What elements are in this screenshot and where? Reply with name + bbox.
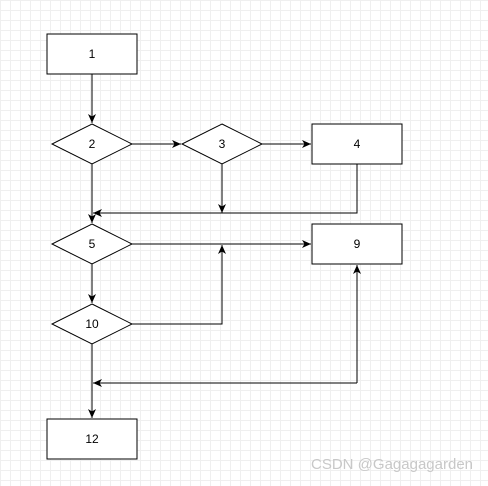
node-2-shape xyxy=(50,123,134,165)
edge-4-to-5 xyxy=(93,164,358,217)
node-12-label: 12 xyxy=(85,432,99,446)
edges xyxy=(88,74,361,418)
edge-10-to-5-line xyxy=(132,245,226,325)
watermark: CSDN @Gagagagarden xyxy=(311,456,473,473)
node-10-label: 10 xyxy=(85,317,99,331)
node-4[interactable]: 4 xyxy=(311,123,403,165)
node-9-label: 9 xyxy=(354,237,361,251)
node-4-shape xyxy=(311,123,403,165)
node-5-label: 5 xyxy=(89,237,96,251)
node-3[interactable]: 3 xyxy=(180,123,264,165)
node-10[interactable]: 10 xyxy=(50,303,134,345)
node-5[interactable]: 5 xyxy=(50,223,134,265)
node-1-shape xyxy=(46,33,138,75)
node-12[interactable]: 12 xyxy=(46,418,138,460)
node-4-label: 4 xyxy=(354,137,361,151)
node-9-shape xyxy=(311,223,403,265)
node-3-shape xyxy=(180,123,264,165)
node-2-label: 2 xyxy=(89,137,96,151)
node-5-shape xyxy=(50,223,134,265)
node-1[interactable]: 1 xyxy=(46,33,138,75)
node-1-label: 1 xyxy=(89,47,96,61)
node-3-label: 3 xyxy=(219,137,226,151)
node-10-shape xyxy=(50,303,134,345)
node-12-shape xyxy=(46,418,138,460)
node-9[interactable]: 9 xyxy=(311,223,403,265)
node-2[interactable]: 2 xyxy=(50,123,134,165)
